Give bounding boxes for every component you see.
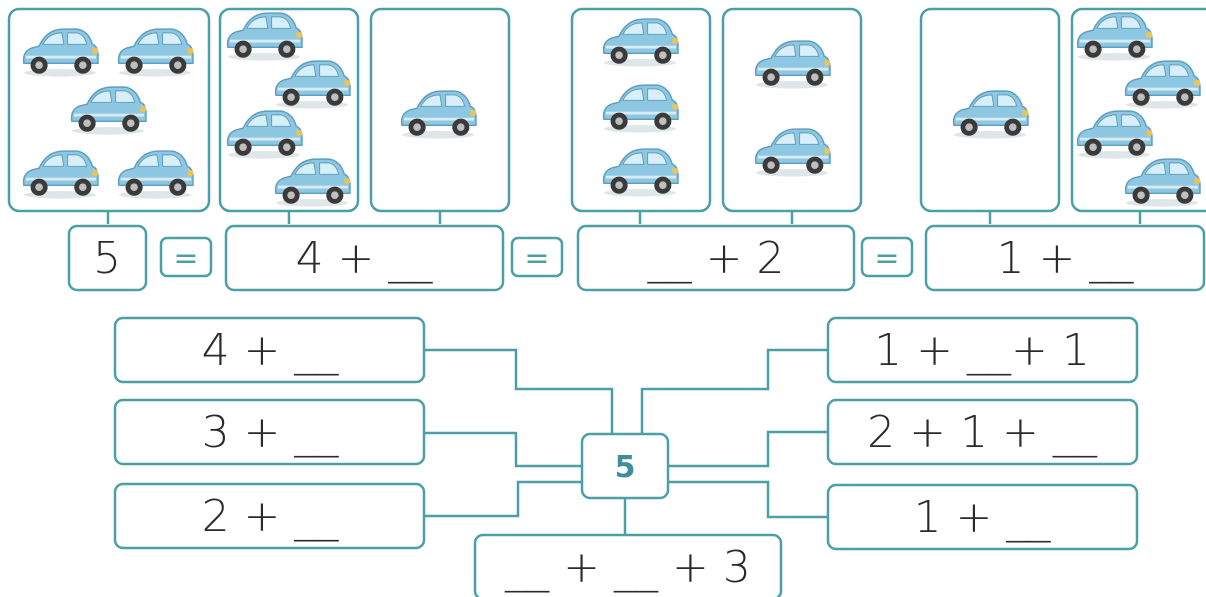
web-bottom-box[interactable] <box>473 533 783 597</box>
expression-2: __ + 2 <box>647 233 785 284</box>
equation-row: 5 = 4 + __ = __ + 2 = 1 + __ <box>67 224 1206 292</box>
number-web: 4 + __ 3 + __ 2 + __ 5 1 + __+ 1 2 + 1 +… <box>113 316 1139 597</box>
picture-group-3 <box>919 7 1206 224</box>
web-right-expression-1: 1 + __+ 1 <box>874 325 1090 376</box>
web-center-box <box>580 432 670 500</box>
answer-box-3[interactable] <box>924 224 1206 292</box>
picture-group-2 <box>570 7 863 224</box>
web-left-box-1[interactable] <box>113 316 426 384</box>
web-center-value: 5 <box>615 450 636 485</box>
web-right-box-2[interactable] <box>826 398 1139 466</box>
answer-box-2[interactable] <box>576 224 856 292</box>
picture-group-1 <box>7 7 511 224</box>
total-value: 5 <box>93 233 121 284</box>
picture-box-two-cars <box>721 7 863 213</box>
equals-sign-1: = <box>173 241 198 276</box>
total-box <box>67 224 148 292</box>
expression-1: 4 + __ <box>296 233 434 284</box>
answer-box-1[interactable] <box>224 224 505 292</box>
web-left-expression-3: 2 + __ <box>202 491 340 542</box>
equals-box-1 <box>159 236 213 278</box>
equals-sign-2: = <box>524 241 549 276</box>
web-right-box-1[interactable] <box>826 316 1139 384</box>
web-left-box-3[interactable] <box>113 482 426 550</box>
expression-3: 1 + __ <box>997 233 1135 284</box>
web-left-expression-1: 4 + __ <box>202 325 340 376</box>
web-right-box-3[interactable] <box>826 483 1139 551</box>
equals-sign-3: = <box>874 241 899 276</box>
web-left-expression-2: 3 + __ <box>202 407 340 458</box>
web-right-expression-2: 2 + 1 + __ <box>867 407 1098 458</box>
equals-box-2 <box>510 236 564 278</box>
web-bottom-expression: __ + __ + 3 <box>504 542 751 593</box>
equals-box-3 <box>860 236 914 278</box>
web-right-expression-3: 1 + __ <box>914 492 1052 543</box>
web-left-box-2[interactable] <box>113 398 426 466</box>
